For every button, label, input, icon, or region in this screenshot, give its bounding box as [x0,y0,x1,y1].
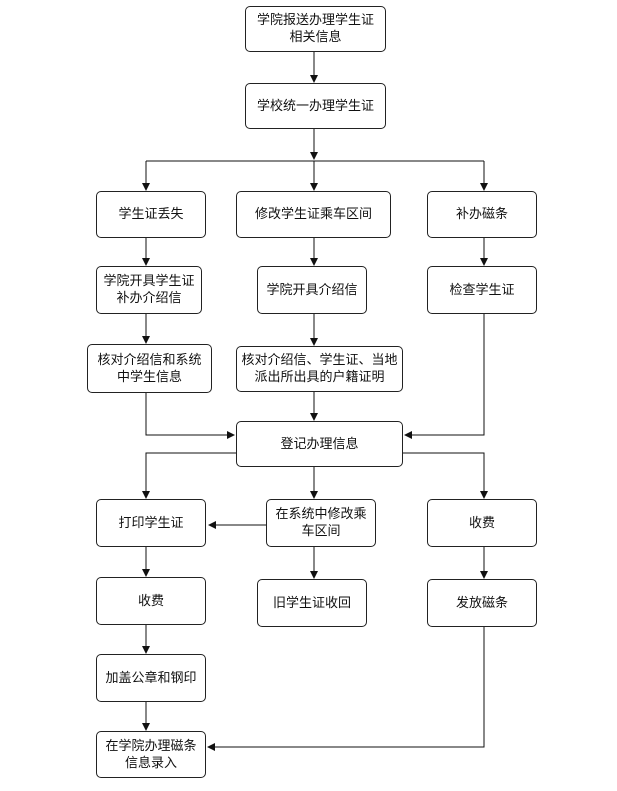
node-letter1: 学院开具学生证 补办介绍信 [96,266,202,314]
arrow-verify1-register [145,393,235,439]
node-verify1: 核对介绍信和系统 中学生信息 [87,344,212,393]
node-entry: 在学院办理磁条 信息录入 [96,731,206,778]
node-sysmod: 在系统中修改乘 车区间 [266,499,376,547]
arrow-issue-entry [207,627,485,751]
node-verify2: 核对介绍信、学生证、当地 派出所出具的户籍证明 [236,346,403,392]
arrow-register-print [142,452,236,499]
node-fee2: 收费 [427,499,537,547]
node-recover: 旧学生证收回 [257,579,367,627]
node-letter2: 学院开具介绍信 [257,266,367,314]
node-modify: 修改学生证乘车区间 [236,191,391,238]
arrow-check-register [404,314,485,439]
node-fee1: 收费 [96,577,206,625]
node-issue: 发放磁条 [427,579,537,627]
node-lost: 学生证丢失 [96,191,206,238]
node-print: 打印学生证 [96,499,206,547]
node-magstrip: 补办磁条 [427,191,537,238]
node-register: 登记办理信息 [236,421,403,467]
node-check: 检查学生证 [427,266,537,314]
node-unified: 学校统一办理学生证 [245,83,386,129]
node-stamp: 加盖公章和钢印 [96,654,206,702]
node-report: 学院报送办理学生证 相关信息 [245,6,386,52]
arrow-register-fee2 [403,452,488,499]
